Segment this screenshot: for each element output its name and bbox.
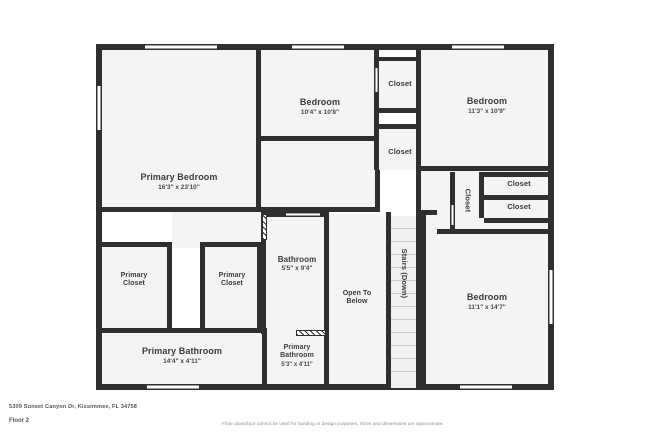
wall-right-closets-divider (484, 195, 554, 200)
wall-closet-upper-bottom (374, 108, 421, 113)
room-fill-primary-bathroom-2 (267, 334, 328, 390)
wall-hall-stub-right (421, 210, 437, 215)
wall-closet-upper-top (374, 57, 421, 61)
floor-plan-canvas[interactable]: Primary Bedroom 16'3" x 23'10" Bedroom 1… (0, 0, 650, 400)
wall-open-to-below-left (324, 212, 329, 390)
window-right-lower (549, 270, 553, 324)
property-address: 5309 Sunset Canyon Dr, Kissimmee, FL 347… (9, 404, 138, 410)
room-fill-bedroom-3 (421, 44, 553, 170)
window-left-upper (97, 86, 101, 130)
wall-stairs-right (416, 212, 421, 390)
floor-plan-footer: 5309 Sunset Canyon Dr, Kissimmee, FL 347… (0, 400, 650, 434)
door-opening-vertical-closet (451, 205, 454, 225)
window-top-right (452, 45, 504, 49)
wall-right-closets-bottom (484, 218, 554, 223)
room-fill-primary-bathroom (96, 332, 267, 390)
wall-closet-lower-top (374, 124, 421, 129)
wall-primary-bathroom-top (96, 328, 267, 333)
room-fill-closet-b2-lower (379, 128, 421, 170)
window-top-center (292, 45, 344, 49)
exterior-wall-left (96, 44, 102, 390)
wall-bedroom4-top (437, 229, 554, 234)
room-fill-bedroom-2 (261, 44, 379, 140)
wall-bedroom4-left (421, 214, 426, 390)
wall-primary-closet1-right (167, 246, 172, 332)
wall-primary-closet1-top (96, 242, 172, 247)
window-top-left (145, 45, 217, 49)
wall-stairs-left (386, 212, 391, 390)
room-fill-open-to-below (328, 214, 386, 390)
wall-closet-block-right (416, 50, 421, 220)
wall-primary-bedroom-right (256, 44, 261, 212)
wall-primary-bedroom-bottom (96, 207, 261, 212)
stairs-shaft (391, 216, 416, 388)
wall-upper-mid-bottom (261, 207, 380, 212)
window-bottom-right (460, 385, 512, 389)
wall-vertical-closet-left (450, 172, 455, 234)
wall-primary-bathroom2-left (262, 328, 267, 390)
doorway-bathroom-bottom (296, 330, 326, 336)
wall-vertical-closet-right (479, 172, 484, 218)
room-fill-upper-mid (261, 140, 379, 212)
doorway-bathroom-top (262, 214, 267, 240)
window-bathroom-top (286, 213, 320, 216)
exterior-wall-right (548, 44, 554, 390)
room-fill-primary-bedroom (96, 44, 261, 212)
wall-primary-closet2-left (200, 242, 205, 332)
room-fill-primary-closet-1 (96, 246, 172, 332)
window-bottom-left (147, 385, 199, 389)
wall-upper-mid-right (375, 170, 380, 212)
room-fill-primary-closet-2 (205, 246, 267, 332)
wall-primary-closet2-top (200, 242, 262, 247)
room-fill-bathroom (266, 214, 328, 334)
wall-right-closets-top (484, 172, 554, 177)
wall-primary-closet2-right (257, 242, 262, 332)
room-fill-closet-b2-upper (379, 60, 421, 108)
wall-bathroom-left (261, 212, 266, 334)
floor-label: Floor 2 (9, 418, 30, 424)
wall-bedroom3-bottom (421, 166, 554, 171)
door-opening-closet-upper (375, 68, 378, 92)
disclaimer-text: Floor plans/tour cannot be used for buil… (222, 421, 444, 426)
room-fill-bedroom-4 (421, 220, 553, 390)
room-fill-closet-vertical (455, 172, 479, 234)
wall-bedroom2-bottom (261, 136, 375, 141)
